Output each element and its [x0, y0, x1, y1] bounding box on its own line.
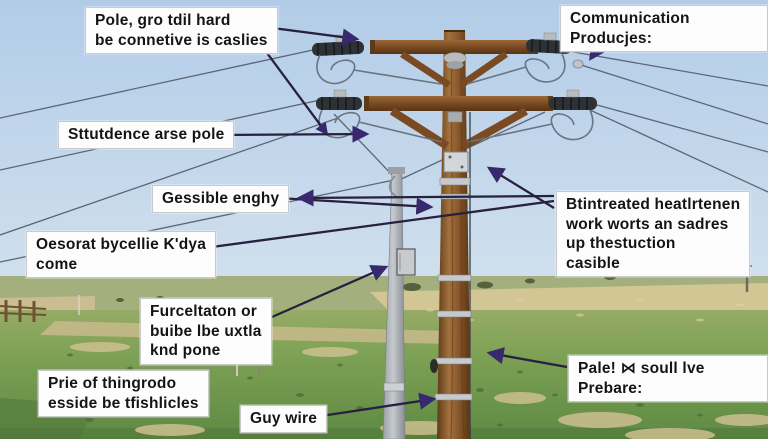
label-guy-wire: Guy wire — [240, 405, 328, 433]
wooden-pole — [437, 30, 471, 439]
label-furceltaton: Furceltaton or buibe lbe uxtla knd pone — [140, 298, 272, 365]
crossarm-braces — [389, 51, 528, 150]
center-insulator — [443, 52, 467, 123]
pole-hardware — [430, 151, 473, 401]
label-gessible: Gessible enghy — [152, 185, 290, 213]
label-communication: Communication Producjes: — [560, 5, 768, 52]
top-crossarm — [370, 40, 538, 54]
label-pole-ground: Pole, gro tdil hard be connetive is casl… — [85, 7, 278, 54]
fence — [0, 300, 47, 322]
lower-crossarm — [364, 96, 553, 111]
power-wires — [0, 47, 768, 263]
coil-insulators — [312, 32, 597, 110]
wire-insulator — [572, 59, 584, 69]
gray-service-pole — [382, 167, 416, 439]
arrow-to-gessible-label — [296, 189, 555, 207]
arrow-furceltaton — [255, 264, 389, 326]
label-sttutdence: Sttutdence arse pole — [58, 121, 235, 149]
label-pale: Pale! ⋈ soull lve Prebare: — [568, 355, 768, 402]
arrow-guy-wire — [320, 392, 437, 418]
arrow-pale — [486, 347, 568, 369]
label-prie: Prie of thingrodo esside be tfishlicles — [38, 370, 209, 417]
service-pole-box — [396, 248, 416, 276]
annotation-arrows — [194, 22, 615, 418]
service-pole-cap — [388, 167, 405, 174]
arrow-sttutdence — [215, 125, 370, 143]
wooden-pole-assembly — [312, 30, 597, 439]
label-oesorat: Oesorat bycellie K'dya come — [26, 231, 217, 278]
arrow-to-oesorat-label — [194, 199, 555, 256]
dry-grass-speckles — [426, 298, 744, 322]
label-btintreated: Btintreated heatlrtenen work worts an sa… — [556, 191, 751, 277]
